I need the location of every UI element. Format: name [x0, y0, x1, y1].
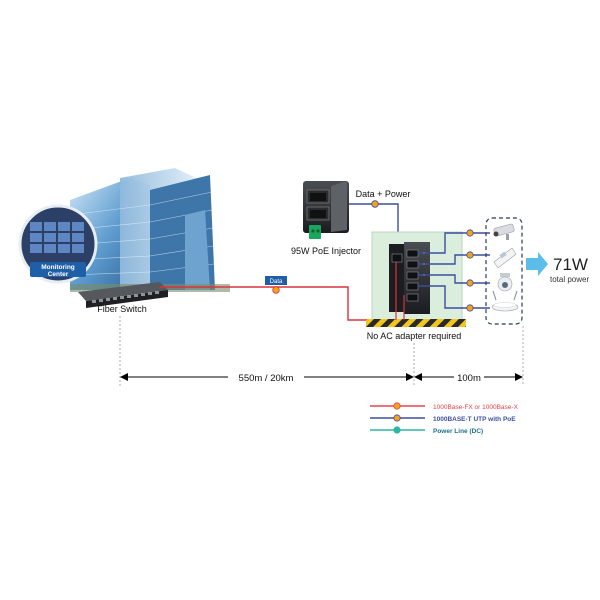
ptz-camera-icon [497, 273, 513, 292]
data-power-link [349, 203, 399, 242]
utp-distance-label: 100m [457, 373, 481, 384]
monitoring-center-label-line1: Monitoring [41, 264, 75, 271]
data-power-node [371, 200, 379, 208]
poe-node-1 [466, 229, 474, 237]
fiber-switch-icon [78, 282, 168, 308]
svg-text:Data: Data [270, 279, 283, 285]
legend-label-fiber: 1000Base-FX or 1000Base-X [433, 404, 519, 411]
monitor-wall-icon: Monitoring Center [18, 204, 98, 284]
legend-item-fiber: 1000Base-FX or 1000Base-X [370, 402, 519, 411]
legend-item-power: Power Line (DC) [370, 426, 483, 435]
data-power-label: Data + Power [356, 189, 411, 199]
legend: 1000Base-FX or 1000Base-X 1000BASE-T UTP… [370, 402, 519, 435]
poe-node-4 [466, 304, 474, 312]
wireless-ap-icon [491, 290, 519, 312]
power-value: 71W [553, 255, 588, 274]
poe-node-2 [466, 251, 474, 259]
data-tag: Data [265, 276, 287, 285]
fiber-switch-label: Fiber Switch [97, 304, 147, 314]
power-arrow-icon [526, 252, 548, 276]
poe-node-3 [466, 279, 474, 287]
injector-label: 95W PoE Injector [291, 246, 361, 256]
fiber-node [272, 286, 280, 294]
hazard-strip [366, 319, 466, 327]
fiber-distance-label: 550m / 20km [239, 373, 294, 384]
device-group [485, 217, 523, 325]
industrial-switch-icon [389, 242, 430, 314]
power-caption: total power [550, 275, 589, 284]
legend-label-utp: 1000BASE-T UTP with PoE [433, 416, 516, 423]
monitoring-center-label-line2: Center [48, 271, 69, 278]
dimension-guides [119, 316, 524, 386]
poe-injector-icon [303, 181, 349, 239]
legend-item-utp: 1000BASE-T UTP with PoE [370, 414, 516, 423]
no-ac-label: No AC adapter required [367, 331, 462, 341]
ip-phone-icon [493, 247, 517, 269]
ip-camera-icon [493, 223, 515, 240]
legend-label-power: Power Line (DC) [433, 428, 483, 435]
